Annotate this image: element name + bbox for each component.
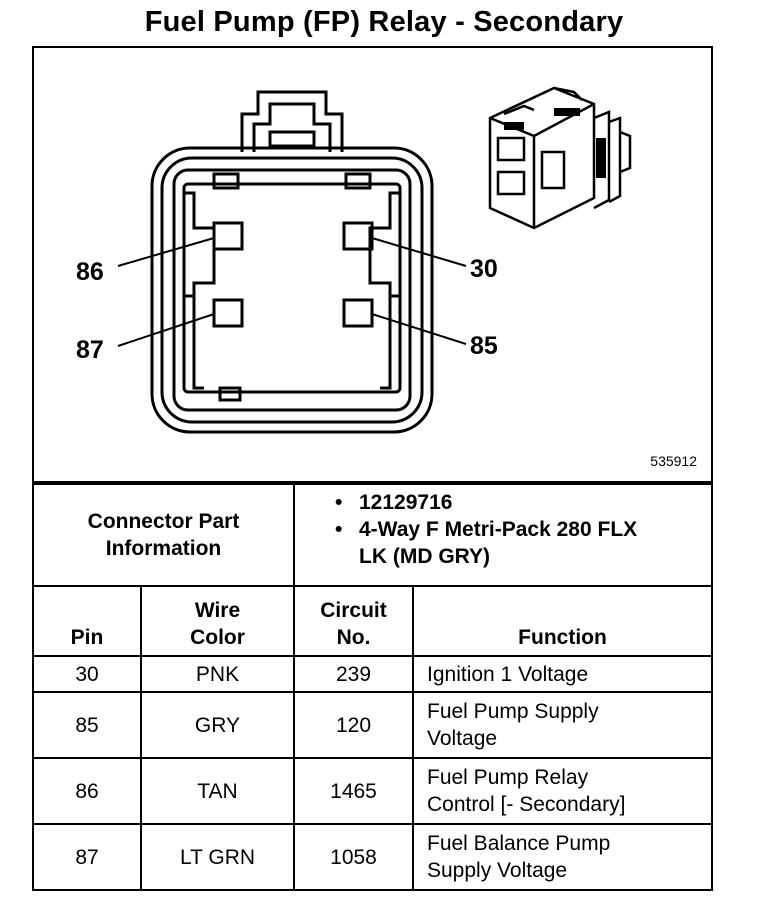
cell-pin: 87 (32, 823, 142, 891)
cell-color: GRY (140, 691, 295, 759)
pin-label-87: 87 (76, 336, 104, 364)
leader-30 (371, 237, 467, 267)
cell-circuit: 1058 (293, 823, 414, 891)
pin-label-30: 30 (470, 255, 498, 283)
part-number: 12129716 (335, 489, 711, 516)
cell-circuit: 239 (293, 655, 414, 693)
connector-housing-inner (172, 168, 412, 412)
pin-label-85: 85 (470, 332, 498, 360)
connector-latch (240, 90, 344, 152)
cell-color: LT GRN (140, 823, 295, 891)
cell-circuit: 120 (293, 691, 414, 759)
connector-info-table: Connector Part Information 12129716 4-Wa… (32, 483, 713, 587)
terminal-30 (342, 221, 374, 251)
table-row: 30 PNK 239 Ignition 1 Voltage (32, 655, 713, 693)
connector-diagram: 86 87 30 85 535912 (32, 46, 713, 483)
leader-85 (371, 313, 467, 345)
cell-pin: 30 (32, 655, 142, 693)
header-pin: Pin (32, 585, 142, 657)
terminal-87 (212, 298, 244, 328)
cell-pin: 85 (32, 691, 142, 759)
terminal-85 (342, 298, 374, 328)
header-function: Function (412, 585, 713, 657)
part-description: 4-Way F Metri-Pack 280 FLX LK (MD GRY) (335, 516, 711, 570)
cell-pin: 86 (32, 757, 142, 825)
connector-face-drawing (117, 86, 632, 434)
cell-color: TAN (140, 757, 295, 825)
connector-3d-illustration (488, 86, 632, 230)
cell-function: Ignition 1 Voltage (412, 655, 713, 693)
pin-label-86: 86 (76, 258, 104, 286)
connector-part-label: Connector Part Information (32, 483, 295, 587)
leader-86 (117, 237, 215, 267)
connector-part-details: 12129716 4-Way F Metri-Pack 280 FLX LK (… (293, 483, 713, 587)
leader-87 (117, 313, 215, 347)
cell-color: PNK (140, 655, 295, 693)
cell-circuit: 1465 (293, 757, 414, 825)
figure-number: 535912 (650, 453, 697, 469)
terminal-86 (212, 221, 244, 251)
connector-housing-outer (150, 146, 434, 434)
page-title: Fuel Pump (FP) Relay - Secondary (144, 6, 624, 38)
